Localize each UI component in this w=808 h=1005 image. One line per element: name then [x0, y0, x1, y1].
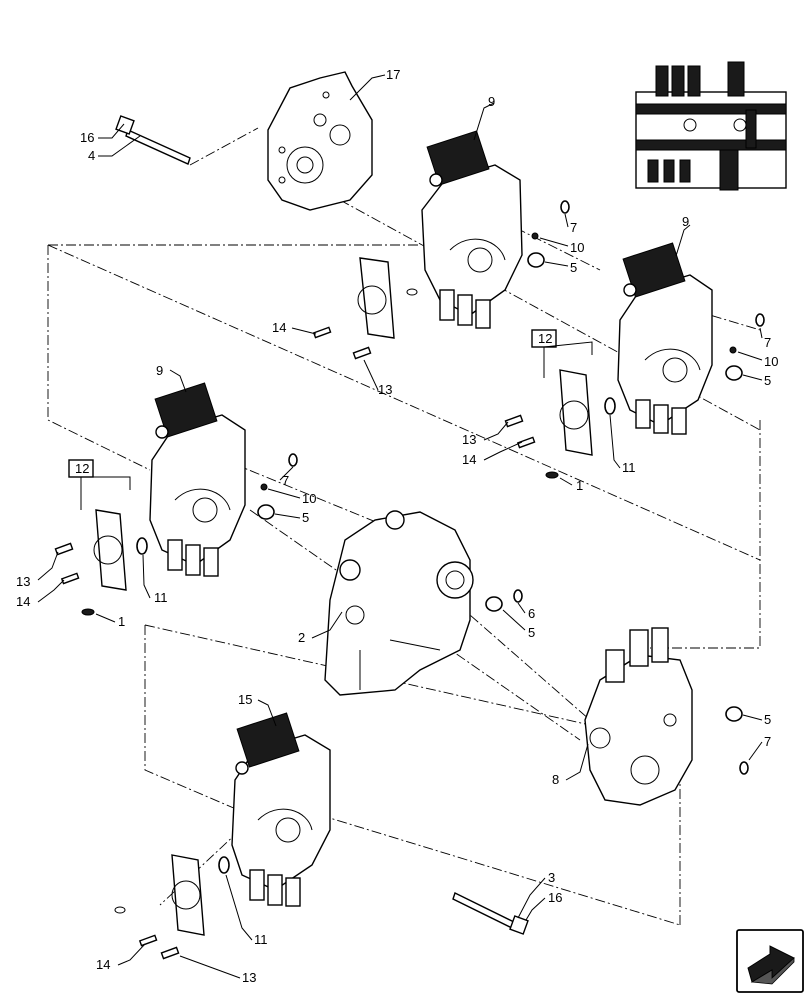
- callout-9: 9: [682, 214, 689, 229]
- section-valve-upper: [421, 130, 523, 329]
- callout-7: 7: [282, 473, 289, 488]
- section-valve-right: [617, 242, 713, 435]
- section-valve-bottom: [231, 712, 331, 907]
- callout-5: 5: [764, 712, 771, 727]
- section-valve-left: [149, 382, 246, 577]
- callout-5: 5: [528, 625, 535, 640]
- leader-lines: [37, 74, 763, 979]
- direction-arrow-icon[interactable]: [736, 929, 804, 993]
- callout-11: 11: [154, 590, 168, 605]
- tie-bolt-bottom: [452, 892, 529, 935]
- callout-7: 7: [764, 734, 771, 749]
- callout-11: 11: [254, 932, 268, 947]
- callout-14: 14: [96, 957, 110, 972]
- callout-14: 14: [462, 452, 476, 467]
- screws: [54, 326, 536, 960]
- o-rings: [81, 200, 765, 914]
- callout-7: 7: [764, 335, 771, 350]
- callout-6: 6: [528, 606, 535, 621]
- callout-9: 9: [488, 94, 495, 109]
- inlet-body-part: [324, 510, 474, 696]
- callout-14: 14: [272, 320, 286, 335]
- callout-1: 1: [576, 478, 583, 493]
- callout-16: 16: [548, 890, 562, 905]
- callout-3: 3: [548, 870, 555, 885]
- end-cover-part: [267, 71, 373, 211]
- callout-5: 5: [764, 373, 771, 388]
- callout-13: 13: [16, 574, 30, 589]
- callout-5: 5: [570, 260, 577, 275]
- outlet-section-part: [584, 627, 693, 806]
- callout-17: 17: [386, 67, 400, 82]
- callout-16: 16: [80, 130, 94, 145]
- callout-10: 10: [764, 354, 778, 369]
- tie-bolt-top: [115, 115, 191, 165]
- callout-13: 13: [242, 970, 256, 985]
- callout-12: 12: [75, 461, 89, 476]
- callout-9: 9: [156, 363, 163, 378]
- solenoid-plates: [93, 257, 593, 936]
- callout-4: 4: [88, 148, 95, 163]
- callout-1: 1: [118, 614, 125, 629]
- callout-13: 13: [462, 432, 476, 447]
- callout-10: 10: [302, 491, 316, 506]
- callout-8: 8: [552, 772, 559, 787]
- callout-13: 13: [378, 382, 392, 397]
- callout-labels: 17 16 4 9 7 10 5 14 13 9 7 10 5 12 13 14…: [16, 67, 778, 985]
- callout-5: 5: [302, 510, 309, 525]
- callout-7: 7: [570, 220, 577, 235]
- callout-2: 2: [298, 630, 305, 645]
- callout-14: 14: [16, 594, 30, 609]
- callout-11: 11: [622, 460, 636, 475]
- callout-10: 10: [570, 240, 584, 255]
- callout-brackets: [68, 329, 593, 510]
- callout-15: 15: [238, 692, 252, 707]
- callout-12: 12: [538, 331, 552, 346]
- valve-assembly-thumbnail: [635, 61, 787, 191]
